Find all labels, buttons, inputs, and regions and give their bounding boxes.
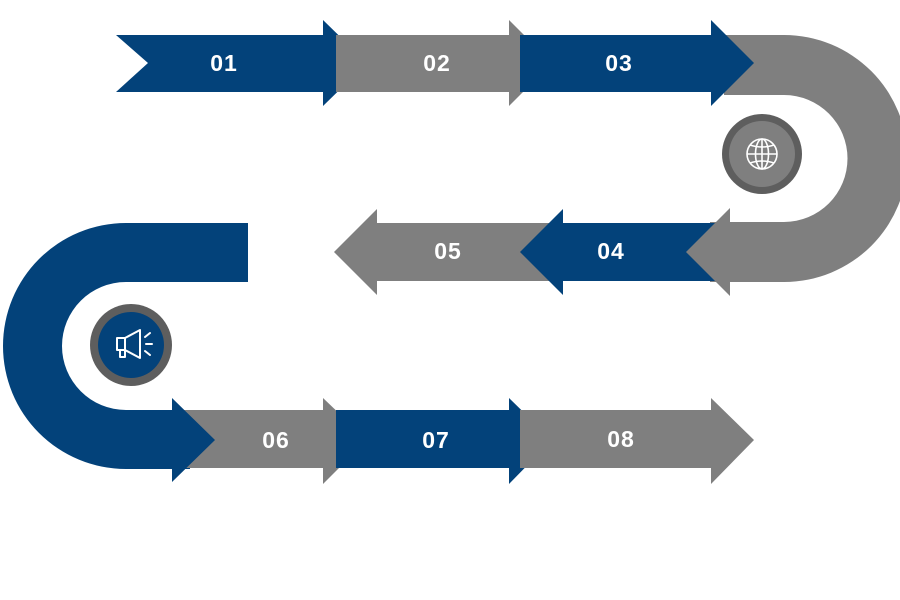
step-number-label: 07 (422, 427, 450, 453)
step-arrow-shape (520, 209, 730, 295)
step-number-label: 08 (607, 426, 635, 452)
step-number-label: 05 (434, 238, 462, 264)
step-number-label: 01 (210, 50, 238, 76)
u-turn-arrowhead (165, 398, 215, 482)
right-u-turn-band (710, 35, 900, 282)
step-number-label: 06 (262, 427, 290, 453)
step-05: 05 (334, 209, 560, 295)
step-01: 01 (116, 20, 367, 106)
step-07: 07 (336, 398, 552, 484)
step-06: 06 (178, 398, 367, 484)
step-number-label: 04 (597, 238, 625, 264)
step-number-label: 03 (605, 50, 633, 76)
step-02: 02 (336, 20, 552, 106)
badge-fill (98, 312, 164, 378)
step-arrow-shape (336, 20, 552, 106)
step-arrow-shape (178, 398, 367, 484)
step-08: 08 (520, 398, 754, 484)
step-04: 04 (520, 209, 730, 295)
globe-badge (722, 114, 802, 194)
megaphone-icon (116, 329, 153, 359)
step-arrow-shape (336, 398, 552, 484)
step-number-label: 02 (423, 50, 451, 76)
globe-icon (746, 138, 778, 170)
step-03: 03 (520, 20, 754, 106)
bend-right-arrowhead (686, 208, 740, 296)
step-arrow-shape (520, 20, 754, 106)
step-arrow-shape (334, 209, 560, 295)
step-arrow-shape (520, 398, 754, 484)
u-turn-arrowhead (686, 208, 740, 296)
bend-left-arrowhead (165, 398, 215, 482)
step-arrow-shape (116, 20, 367, 106)
megaphone-badge (90, 304, 172, 386)
left-u-turn-band (3, 223, 248, 469)
